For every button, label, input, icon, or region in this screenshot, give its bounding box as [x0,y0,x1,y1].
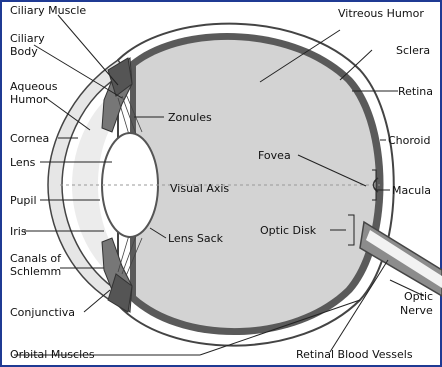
label-canals-1: Canals of [10,252,62,265]
label-macula: Macula [392,184,431,197]
label-retinal-blood-vessels: Retinal Blood Vessels [296,348,413,361]
label-fovea: Fovea [258,149,291,162]
label-lens-sack: Lens Sack [168,232,224,245]
label-retina: Retina [398,85,433,98]
label-optic-nerve-2: Nerve [400,304,433,317]
label-pupil: Pupil [10,194,37,207]
label-canals-2: Schlemm [10,265,61,278]
label-choroid: Choroid [388,134,430,147]
label-lens: Lens [10,156,36,169]
label-sclera: Sclera [396,44,430,57]
label-zonules: Zonules [168,111,212,124]
label-vitreous-humor: Vitreous Humor [338,7,424,20]
label-orbital-muscles: Orbital Muscles [10,348,95,361]
label-ciliary-body-1: Ciliary [10,32,45,45]
label-ciliary-body-2: Body [10,45,38,58]
label-visual-axis: Visual Axis [170,182,229,195]
label-ciliary-muscle: Ciliary Muscle [10,4,86,17]
label-cornea: Cornea [10,132,49,145]
label-aqueous-humor-1: Aqueous [10,80,58,93]
label-optic-disk: Optic Disk [260,224,317,237]
label-aqueous-humor-2: Humor [10,93,48,106]
label-conjunctiva: Conjunctiva [10,306,75,319]
label-optic-nerve-1: Optic [404,290,433,303]
label-iris: Iris [10,225,27,238]
